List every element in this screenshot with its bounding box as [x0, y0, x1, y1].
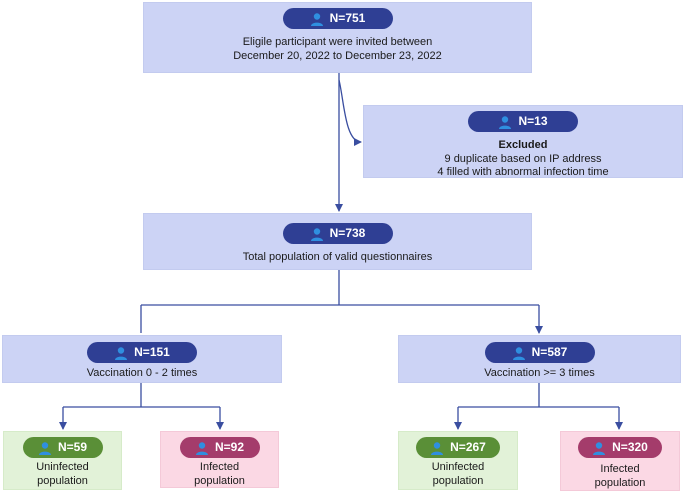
count-label: N=151	[134, 345, 170, 359]
count-badge: N=587	[484, 342, 595, 363]
text-line: 4 filled with abnormal infection time	[437, 166, 609, 178]
node-text: Infected population	[161, 461, 278, 488]
node-text: Total population of valid questionnaires	[144, 251, 531, 265]
count-label: N=92	[214, 440, 245, 454]
count-badge: N=151	[87, 342, 197, 363]
text-line: 9 duplicate based on IP address	[444, 152, 602, 165]
person-icon	[499, 115, 512, 129]
count-badge: N=751	[282, 8, 393, 29]
count-badge: N=738	[282, 223, 393, 244]
text-line: Uninfected	[431, 461, 485, 473]
node-low-infected: N=92 Infected population	[160, 431, 279, 488]
node-text: Vaccination 0 - 2 times	[3, 367, 281, 381]
text-line: population	[37, 474, 88, 487]
node-text: Eligile participant were invited between…	[144, 36, 531, 63]
person-icon	[310, 12, 323, 26]
count-badge: N=59	[22, 437, 103, 458]
person-icon	[195, 441, 208, 455]
node-text: Excluded 9 duplicate based on IP address…	[364, 139, 682, 180]
edge-valid-split	[141, 270, 539, 306]
text-line: population	[194, 474, 245, 487]
text-line: Total population of valid questionnaires	[242, 251, 433, 263]
person-icon	[38, 441, 51, 455]
node-text: Vaccination >= 3 times	[399, 367, 680, 381]
text-line: Infected	[600, 463, 640, 475]
node-text: Infected population	[561, 463, 679, 490]
node-excluded: N=13 Excluded 9 duplicate based on IP ad…	[363, 105, 683, 178]
edge-vacc-low-split	[63, 382, 220, 408]
node-high-infected: N=320 Infected population	[560, 431, 680, 491]
node-text: Uninfected population	[399, 461, 517, 488]
count-label: N=751	[329, 11, 366, 25]
count-label: N=738	[329, 226, 366, 240]
count-label: N=587	[531, 345, 568, 359]
edge-invited-to-excluded	[338, 79, 362, 146]
count-badge: N=267	[416, 437, 500, 458]
node-low-uninfected: N=59 Uninfected population	[3, 431, 122, 490]
person-icon	[431, 441, 444, 455]
node-text: Uninfected population	[4, 461, 121, 488]
count-badge: N=320	[578, 437, 662, 458]
text-line: December 20, 2022 to December 23, 2022	[233, 49, 442, 62]
text-line: Eligile participant were invited between	[242, 36, 433, 48]
edge-vacc-high-split	[458, 382, 619, 408]
text-line: Infected	[199, 461, 240, 473]
node-vacc-low: N=151 Vaccination 0 - 2 times	[2, 335, 282, 383]
node-invited: N=751 Eligile participant were invited b…	[143, 2, 532, 73]
person-icon	[310, 227, 323, 241]
count-badge: N=92	[179, 437, 260, 458]
count-label: N=320	[612, 440, 648, 454]
count-label: N=13	[518, 114, 548, 128]
count-label: N=59	[57, 440, 88, 454]
text-line: population	[432, 474, 484, 487]
person-icon	[512, 346, 525, 360]
count-label: N=267	[450, 440, 486, 454]
person-icon	[593, 441, 606, 455]
node-vacc-high: N=587 Vaccination >= 3 times	[398, 335, 681, 383]
person-icon	[115, 346, 128, 360]
text-line: Uninfected	[36, 461, 89, 473]
text-line: Vaccination >= 3 times	[484, 367, 595, 379]
count-badge: N=13	[468, 111, 578, 132]
node-high-uninfected: N=267 Uninfected population	[398, 431, 518, 490]
text-line: Vaccination 0 - 2 times	[86, 367, 198, 379]
text-line: population	[594, 476, 646, 489]
node-valid: N=738 Total population of valid question…	[143, 213, 532, 270]
excluded-heading: Excluded	[498, 139, 548, 151]
